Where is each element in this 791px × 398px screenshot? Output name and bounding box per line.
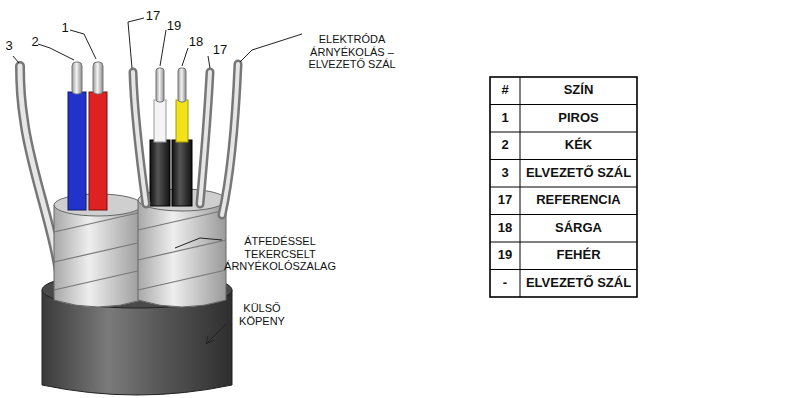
table-grid xyxy=(490,77,637,297)
table-cell: REFERENCIA xyxy=(520,187,637,215)
insulated-wire xyxy=(150,68,192,206)
callout-number: 17 xyxy=(210,42,230,58)
foil-shield xyxy=(54,194,142,307)
table-cell: KÉK xyxy=(520,132,637,160)
foil-shield xyxy=(138,189,226,307)
table-cell: 17 xyxy=(490,187,520,215)
table-cell: 3 xyxy=(490,160,520,188)
callout-number: 2 xyxy=(28,34,42,50)
callout-number: 1 xyxy=(58,20,72,36)
callout-number: 17 xyxy=(143,8,163,24)
table-cell: FEHÉR xyxy=(520,242,637,270)
callout-number: 18 xyxy=(186,34,206,50)
table-cell: 19 xyxy=(490,242,520,270)
insulated-wire xyxy=(68,62,107,210)
callout-number: 19 xyxy=(164,18,184,34)
table-cell: 1 xyxy=(490,105,520,133)
table-cell: ELVEZETŐ SZÁL xyxy=(520,160,637,188)
part-label: KÜLSŐ KÖPENY xyxy=(226,300,298,330)
table-cell: SZÍN xyxy=(520,77,637,105)
table-cell: 18 xyxy=(490,215,520,243)
table-cell: - xyxy=(490,270,520,298)
drain-wire xyxy=(133,64,238,215)
table-cell: PIROS xyxy=(520,105,637,133)
leader-line xyxy=(13,18,302,344)
table-cell: 2 xyxy=(490,132,520,160)
part-label: ELEKTRÓDA ÁRNYÉKOLÁS – ELVEZETŐ SZÁL xyxy=(300,30,404,74)
table-cell: # xyxy=(490,77,520,105)
callout-number: 3 xyxy=(2,38,16,54)
table-cell: SÁRGA xyxy=(520,215,637,243)
part-label: ÁTFEDÉSSEL TEKERCSELT ÁRNYÉKOLÓSZALAG xyxy=(224,232,336,276)
table-cell: ELVEZETŐ SZÁL xyxy=(520,270,637,298)
